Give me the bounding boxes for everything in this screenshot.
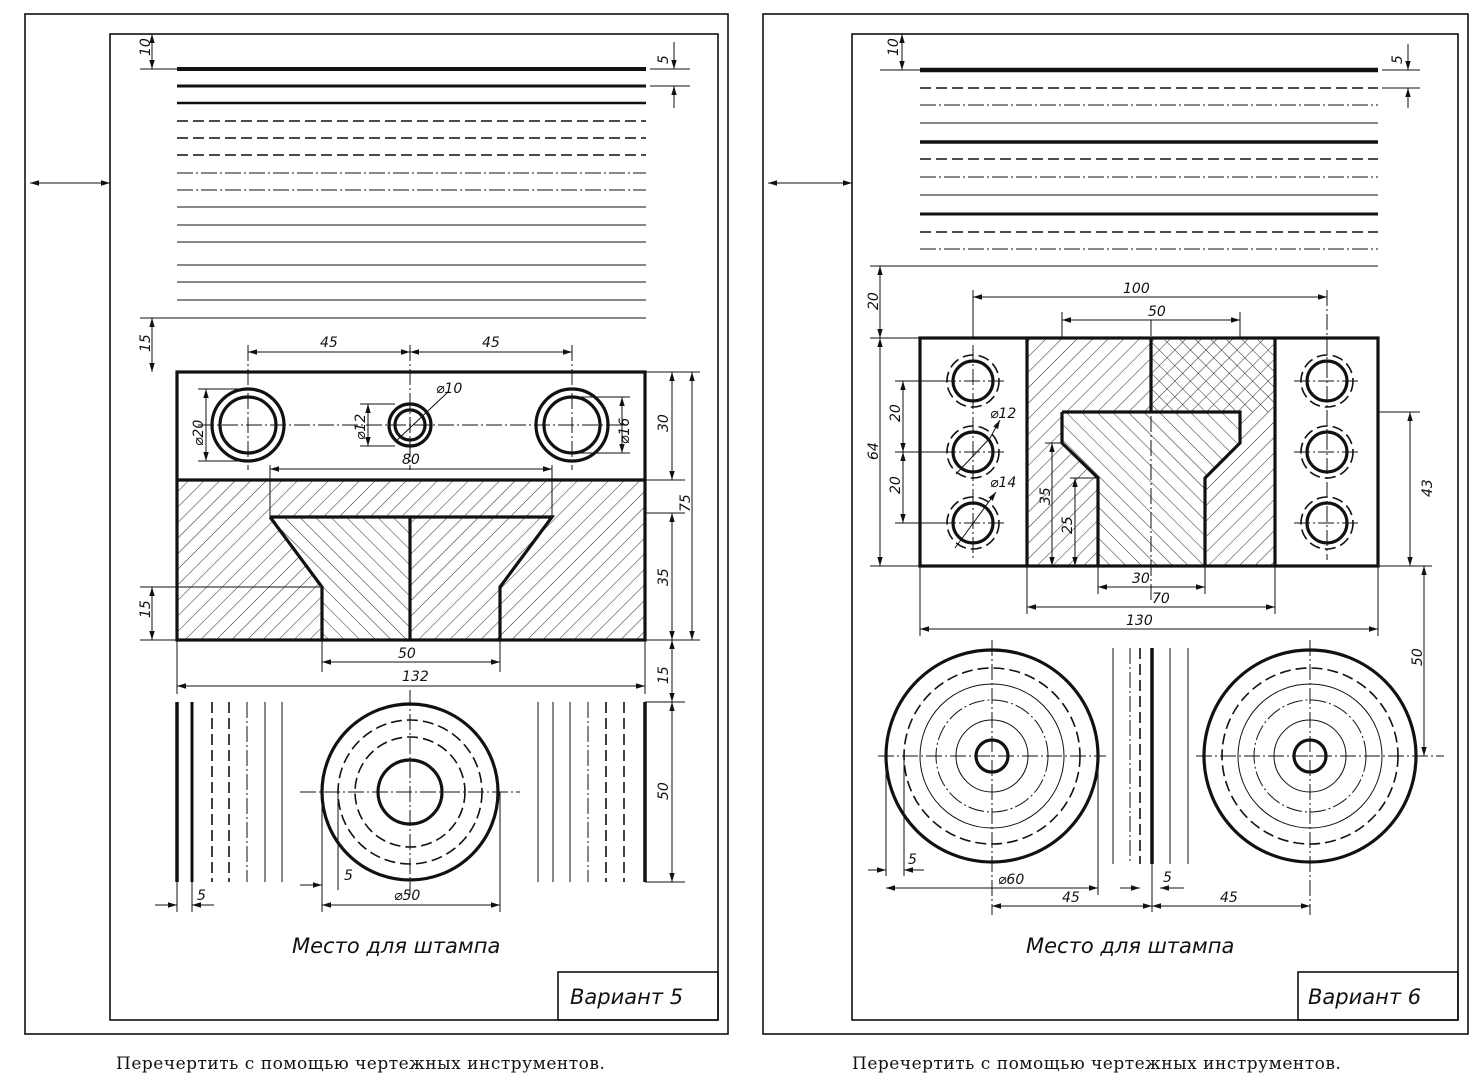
dim-5-circle: 5: [344, 868, 353, 884]
dim-35: 35: [656, 568, 672, 586]
outer-frame: [762, 13, 1469, 1035]
inner-frame: [109, 33, 719, 1021]
dim-43: 43: [1420, 479, 1436, 497]
stamp-label: Место для штампа: [1026, 934, 1234, 958]
dia-12: ⌀12: [353, 414, 369, 440]
line-types-block: 10 5 20: [866, 33, 1420, 338]
dim-5-lines: 5: [197, 888, 206, 904]
dim-15: 15: [138, 334, 154, 352]
dim-5-top: 5: [656, 55, 672, 64]
dim-5-mid: 5: [1163, 870, 1172, 886]
dim-45-b: 45: [1220, 890, 1238, 906]
caption: Перечертить с помощью чертежных инструме…: [852, 1054, 1341, 1074]
dim-30: 30: [1132, 571, 1150, 587]
line-types-block: 10 5 15: [138, 33, 690, 372]
variant-box: [557, 971, 719, 1021]
dim-75: 75: [678, 494, 694, 512]
dia-10: ⌀10: [436, 381, 462, 397]
variant-6-sheet: 10 5 20: [762, 13, 1469, 1074]
front-view-dimensions: 45 45 ⌀10 ⌀12 ⌀20 ⌀16 80 30: [138, 335, 700, 703]
dim-50-side: 50: [656, 782, 672, 800]
dim-20-top: 20: [866, 292, 882, 310]
dim-5-top: 5: [1390, 55, 1406, 64]
dim-10: 10: [886, 38, 902, 56]
dia-50: ⌀50: [394, 888, 420, 904]
dim-30: 30: [656, 414, 672, 432]
dim-45-right: 45: [482, 335, 500, 351]
dim-45-a: 45: [1062, 890, 1080, 906]
dim-25: 25: [1060, 516, 1076, 534]
variant-box: [1297, 971, 1459, 1021]
part-front-section: [918, 290, 1380, 600]
outer-frame: [24, 13, 729, 1035]
dim-50-side: 50: [1410, 648, 1426, 666]
variant-5-sheet: 10 5 15: [24, 13, 729, 1074]
dim-80: 80: [402, 452, 420, 468]
dia-12: ⌀12: [990, 406, 1016, 422]
dim-130: 130: [1126, 613, 1153, 629]
inner-frame: [851, 33, 1459, 1021]
bottom-line-exercise: 50 5 ⌀50 5: [155, 690, 685, 912]
dim-64: 64: [866, 442, 882, 460]
dim-45-left: 45: [320, 335, 338, 351]
dia-14: ⌀14: [990, 475, 1016, 491]
dim-20-a: 20: [888, 404, 904, 422]
stamp-label: Место для штампа: [292, 934, 500, 958]
dim-35: 35: [1038, 487, 1054, 505]
dim-70: 70: [1152, 591, 1170, 607]
dia-20: ⌀20: [191, 420, 207, 446]
dim-15-low: 15: [138, 600, 154, 618]
bottom-views: 5 ⌀60 5 45 45: [868, 640, 1444, 915]
dia-60: ⌀60: [998, 872, 1024, 888]
dia-16: ⌀16: [617, 418, 633, 444]
dim-100: 100: [1123, 281, 1150, 297]
front-view-dimensions: 100 50 ⌀12 ⌀14 20 20 64 35: [866, 281, 1436, 756]
dim-50-bottom: 50: [398, 646, 416, 662]
dim-50-top: 50: [1148, 304, 1166, 320]
dim-15-gap: 15: [656, 666, 672, 684]
dim-10: 10: [138, 38, 154, 56]
variant-label: Вариант 5: [570, 985, 683, 1009]
variant-label: Вариант 6: [1308, 985, 1421, 1009]
part-front-section: [175, 345, 647, 642]
caption: Перечертить с помощью чертежных инструме…: [116, 1054, 605, 1074]
dim-20-b: 20: [888, 476, 904, 494]
dim-5-left: 5: [908, 852, 917, 868]
dim-132: 132: [402, 669, 429, 685]
